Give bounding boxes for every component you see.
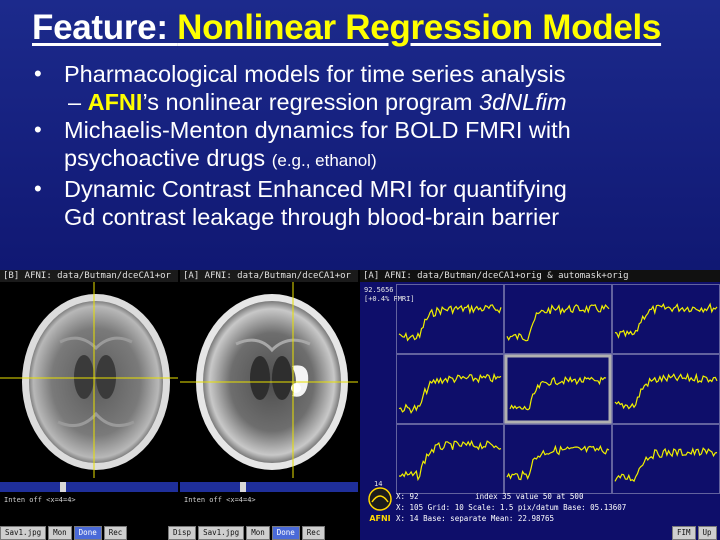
time-series-plot: [396, 284, 720, 494]
sub-bullet-dash: –: [68, 89, 88, 115]
graph-top-label: [+0.4% FMRI]: [364, 295, 415, 303]
graph-cell-frame[interactable]: [504, 424, 612, 494]
bullet-item: • Dynamic Contrast Enhanced MRI for quan…: [28, 175, 718, 231]
brain-image-a: [180, 282, 358, 478]
slide-title-accent: Nonlinear Regression Models: [177, 8, 662, 47]
info-index-readout: index 35 value 50 at 500: [475, 492, 584, 501]
afni-screenshot: [B] AFNI: data/Butman/dceCA1+or Inten: [0, 270, 720, 540]
bullet-item: • Michaelis-Menton dynamics for BOLD FMR…: [28, 116, 718, 175]
slice-slider-b[interactable]: [0, 482, 178, 492]
time-series-trace: [506, 304, 610, 342]
bullet-text: Dynamic Contrast Enhanced MRI for quanti…: [64, 176, 567, 202]
bullet-continuation-small: (e.g., ethanol): [271, 151, 377, 170]
bullet-dot-icon: •: [34, 61, 42, 86]
display-button[interactable]: Disp: [168, 526, 197, 540]
record-button[interactable]: Rec: [103, 526, 128, 540]
fim-button[interactable]: FIM: [672, 526, 696, 540]
graph-cell-frame[interactable]: [612, 354, 720, 424]
slice-slider-a[interactable]: [180, 482, 358, 492]
graph-bottom-value: 14: [374, 480, 383, 488]
slider-knob[interactable]: [240, 482, 246, 492]
bullet-dot-icon: •: [34, 117, 42, 142]
graph-cell-frame[interactable]: [612, 424, 720, 494]
brain-image-b: [0, 282, 178, 478]
window-b-title: [B] AFNI: data/Butman/dceCA1+or: [0, 270, 178, 282]
bullet-continuation: psychoactive drugs: [64, 145, 272, 171]
program-name: 3dNLfim: [479, 89, 567, 115]
bullet-list: • Pharmacological models for time series…: [28, 60, 718, 231]
time-series-trace: [398, 303, 502, 342]
bullet-continuation: Gd contrast leakage through blood-brain …: [64, 204, 560, 230]
time-series-trace: [614, 302, 718, 339]
done-button[interactable]: Done: [271, 526, 300, 540]
time-series-trace: [398, 439, 502, 482]
graph-cell-frame[interactable]: [396, 284, 504, 354]
time-series-trace: [509, 375, 607, 411]
afni-logo-text: AFNI: [369, 514, 391, 523]
bullet-text: Michaelis-Menton dynamics for BOLD FMRI …: [64, 117, 571, 143]
slider-knob[interactable]: [60, 482, 66, 492]
afni-accent-text: AFNI: [87, 89, 143, 115]
image-buttons-b: Sav1.jpg Mon Done Rec: [0, 526, 128, 540]
montage-button[interactable]: Mon: [246, 526, 270, 540]
montage-button[interactable]: Mon: [48, 526, 72, 540]
image-buttons-a: Disp Sav1.jpg Mon Done Rec: [168, 526, 326, 540]
slide-title: Feature: Nonlinear Regression Models: [32, 8, 692, 48]
graph-info-line3: X: 14 Base: separate Mean: 22.98765: [396, 514, 555, 523]
graph-top-value: 92.5656: [364, 286, 394, 294]
ctrl-text-b: Inten off <x=4=4>: [4, 496, 76, 504]
time-series-trace: [614, 447, 718, 483]
axial-view-a[interactable]: [180, 282, 358, 478]
graph-window: [A] AFNI: data/Butman/dceCA1+orig & auto…: [360, 270, 720, 540]
opt-button[interactable]: Up: [697, 526, 717, 540]
graph-buttons: FIM Up: [672, 526, 717, 540]
time-series-matrix[interactable]: [396, 284, 720, 494]
save-button[interactable]: Sav1.jpg: [0, 526, 47, 540]
record-button[interactable]: Rec: [301, 526, 326, 540]
done-button[interactable]: Done: [73, 526, 102, 540]
time-series-trace: [398, 372, 502, 415]
graph-info-line2: X: 105 Grid: 10 Scale: 1.5 pix/datum Bas…: [396, 503, 627, 512]
ctrl-text-a: Inten off <x=4=4>: [184, 496, 256, 504]
graph-window-title: [A] AFNI: data/Butman/dceCA1+orig & auto…: [360, 270, 720, 282]
bullet-dot-icon: •: [34, 176, 42, 201]
graph-cell-frame[interactable]: [612, 284, 720, 354]
time-series-trace: [506, 444, 610, 481]
slide-title-prefix: Feature:: [32, 8, 178, 47]
sub-bullet-item: – AFNI’s nonlinear regression program 3d…: [28, 88, 718, 116]
graph-cell-frame[interactable]: [396, 424, 504, 494]
save-button[interactable]: Sav1.jpg: [198, 526, 245, 540]
axial-view-b[interactable]: [0, 282, 178, 478]
graph-cell-frame[interactable]: [504, 354, 612, 424]
sub-bullet-text: ’s nonlinear regression program: [142, 89, 480, 115]
graph-cell-frame[interactable]: [504, 284, 612, 354]
time-series-trace: [614, 372, 718, 410]
graph-cell-frame[interactable]: [396, 354, 504, 424]
bullet-text: Pharmacological models for time series a…: [64, 61, 566, 87]
graph-info-line1: X: 92 index 35 value 50 at 500: [396, 492, 583, 501]
selected-voxel-box[interactable]: [504, 354, 612, 424]
info-x-readout: X: 92: [396, 492, 419, 501]
afni-logo: AFNI: [366, 486, 394, 526]
window-a-title: [A] AFNI: data/Butman/dceCA1+or: [180, 270, 358, 282]
bullet-item: • Pharmacological models for time series…: [28, 60, 718, 88]
afni-logo-icon: [368, 487, 392, 511]
